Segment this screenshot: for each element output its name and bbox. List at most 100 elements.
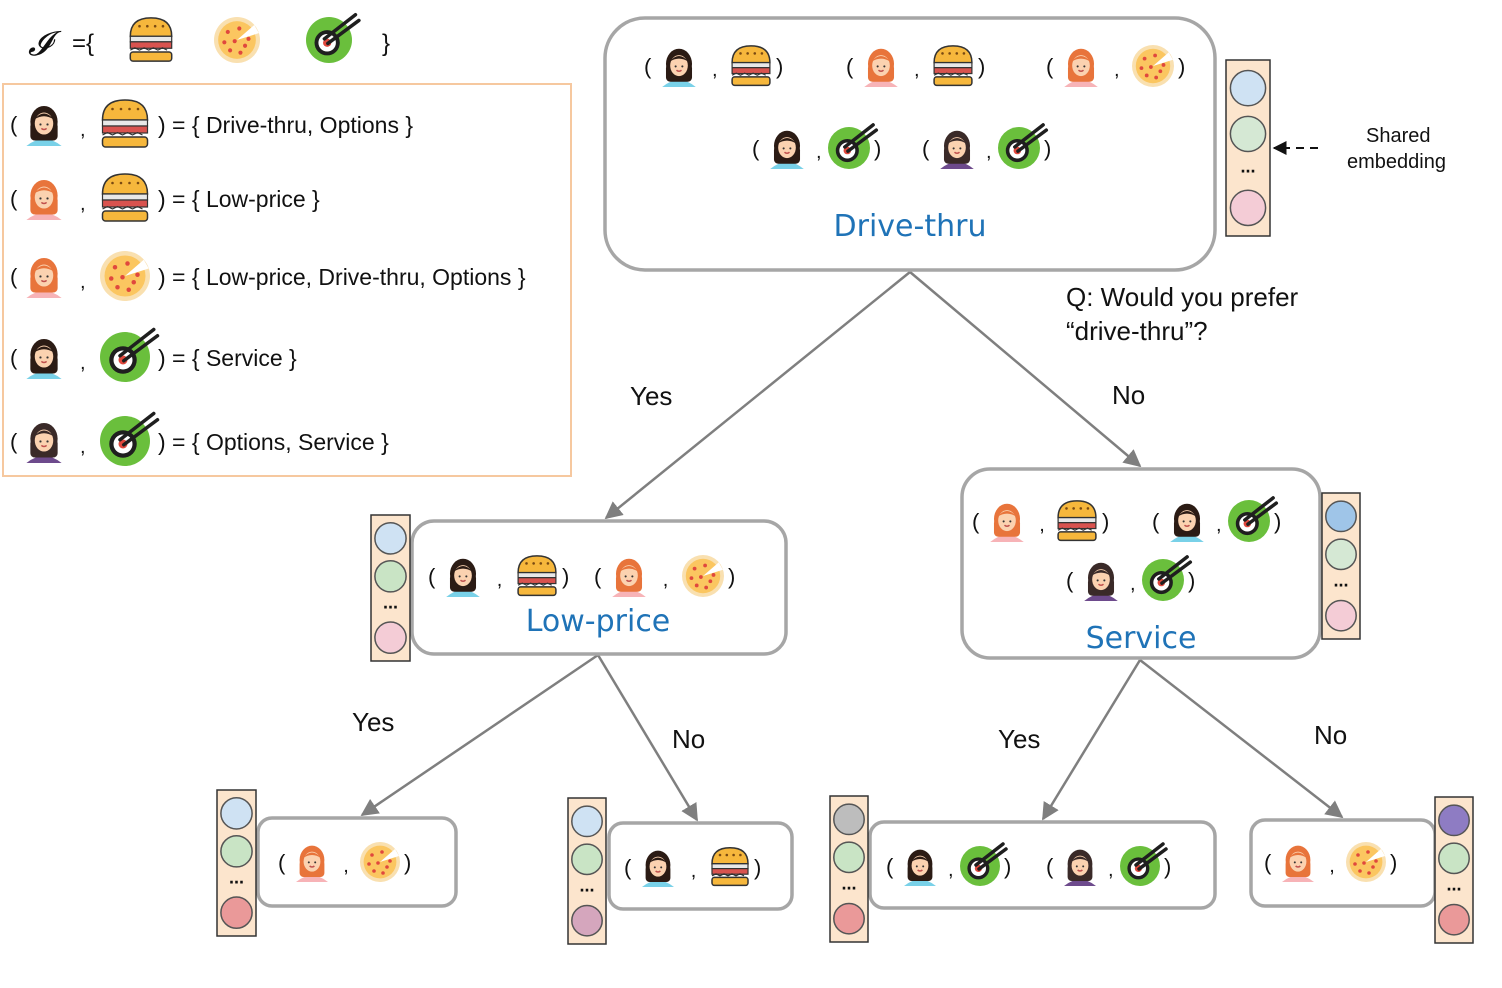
pair-open-paren: (: [428, 564, 436, 589]
pizza-icon: [1132, 45, 1174, 87]
leaf-1-embedding: ...: [216, 789, 257, 937]
legend-row: (,) = { Drive-thru, Options }: [10, 99, 413, 148]
pair-comma: ,: [1216, 514, 1222, 536]
red-haired-woman-icon: [26, 257, 62, 298]
legend-open-paren: (: [10, 429, 18, 454]
pizza-icon: [360, 842, 400, 882]
burger-icon: [1057, 500, 1097, 542]
low-price-pair-2: (,): [594, 555, 735, 597]
embedding-ellipsis: ...: [579, 875, 594, 895]
pair-close-paren: ): [1390, 850, 1397, 875]
embedding-cell: [833, 803, 865, 836]
pair-open-paren: (: [1152, 509, 1160, 534]
burger-icon: [129, 17, 173, 62]
legend-comma: ,: [80, 119, 86, 141]
leaf-3-pair-1: (,): [886, 842, 1011, 886]
embedding-cell: [1325, 538, 1357, 571]
purple-shirt-woman-icon: [26, 422, 62, 463]
legend-comma: ,: [80, 271, 86, 293]
embedding-cell: [571, 843, 603, 876]
burger-icon: [731, 45, 771, 87]
legend-row: (,) = { Options, Service }: [10, 411, 389, 466]
edge-label-root-yes: Yes: [630, 381, 672, 411]
leaf-1: [256, 816, 458, 908]
shared-embedding-line-2: embedding: [1347, 151, 1446, 173]
tree-edges: [360, 271, 1344, 822]
sushi-icon: [1120, 842, 1168, 886]
pair-comma: ,: [691, 860, 697, 882]
burger-icon: [517, 555, 557, 597]
edge-label-root-no: No: [1112, 380, 1145, 410]
item-set-symbol: 𝓘: [28, 25, 62, 63]
embedding-cell: [833, 841, 865, 874]
pizza-icon: [100, 251, 150, 301]
pair-close-paren: ): [728, 564, 735, 589]
pair-close-paren: ): [1274, 509, 1281, 534]
embedding-ellipsis: ...: [1240, 157, 1255, 177]
edge-label-svc-no: No: [1314, 720, 1347, 750]
root-pair-1: (,): [644, 45, 783, 87]
edge-low-no: [596, 654, 699, 822]
sushi-icon: [1142, 555, 1193, 601]
leaf-3-embedding: ...: [829, 795, 869, 943]
sushi-icon: [998, 123, 1049, 169]
service-pair-1: (,): [972, 500, 1109, 542]
sushi-icon: [306, 12, 361, 63]
item-set: 𝓘 ={ }: [28, 12, 390, 63]
red-haired-woman-icon: [296, 845, 328, 882]
edge-svc-yes: [1041, 659, 1142, 821]
pair-comma: ,: [816, 141, 822, 163]
edge-svc-no: [1139, 659, 1344, 819]
edge-label-low-no: No: [672, 724, 705, 754]
embedding-cell: [1229, 189, 1267, 227]
embedding-cell: [220, 797, 253, 830]
burger-icon: [101, 99, 149, 148]
brown-haired-woman-icon: [26, 105, 62, 146]
pair-comma: ,: [1039, 514, 1045, 536]
brown-haired-woman-icon: [26, 338, 62, 379]
legend-comma: ,: [80, 436, 86, 458]
pair-open-paren: (: [846, 54, 854, 79]
pair-close-paren: ): [404, 850, 411, 875]
sushi-icon: [100, 411, 160, 466]
pair-open-paren: (: [594, 564, 602, 589]
leaf-3-pair-2: (,): [1046, 842, 1171, 886]
embedding-cell: [1438, 804, 1470, 837]
embedding-cell: [374, 522, 407, 555]
pair-comma: ,: [1108, 859, 1114, 881]
legend-row: (,) = { Low-price, Drive-thru, Options }: [10, 251, 526, 301]
legend-box: [2, 83, 572, 477]
service-pair-2: (,): [1152, 496, 1281, 542]
pair-close-paren: ): [562, 564, 569, 589]
question-line-2: “drive-thru”?: [1066, 316, 1208, 346]
embedding-cell: [374, 621, 407, 654]
pair-comma: ,: [1329, 855, 1335, 877]
pair-close-paren: ): [1044, 136, 1051, 161]
root-pair-3: (,): [1046, 45, 1185, 87]
embedding-cell: [571, 805, 603, 838]
burger-icon: [101, 173, 149, 222]
pair-open-paren: (: [278, 850, 286, 875]
pair-close-paren: ): [754, 855, 761, 880]
leaf-4-embedding: ...: [1434, 796, 1474, 944]
red-haired-woman-icon: [1064, 48, 1098, 87]
pair-open-paren: (: [1066, 568, 1074, 593]
embedding-cell: [1325, 599, 1357, 632]
pair-close-paren: ): [1102, 509, 1109, 534]
pair-open-paren: (: [886, 854, 894, 879]
pair-comma: ,: [663, 569, 669, 591]
embedding-cell: [1325, 500, 1357, 533]
embedding-cell: [374, 559, 407, 593]
pair-comma: ,: [948, 859, 954, 881]
legend-row-attributes: ) = { Low-price, Drive-thru, Options }: [158, 264, 526, 290]
pizza-icon: [214, 17, 260, 63]
embedding-cell: [1438, 903, 1470, 936]
pair-close-paren: ): [1178, 54, 1185, 79]
brown-haired-woman-icon: [770, 130, 804, 169]
shared-embedding-line-1: Shared: [1366, 125, 1431, 147]
pizza-icon: [682, 555, 724, 597]
purple-shirt-woman-icon: [1084, 562, 1118, 601]
root-pair-4: (,): [752, 123, 881, 169]
